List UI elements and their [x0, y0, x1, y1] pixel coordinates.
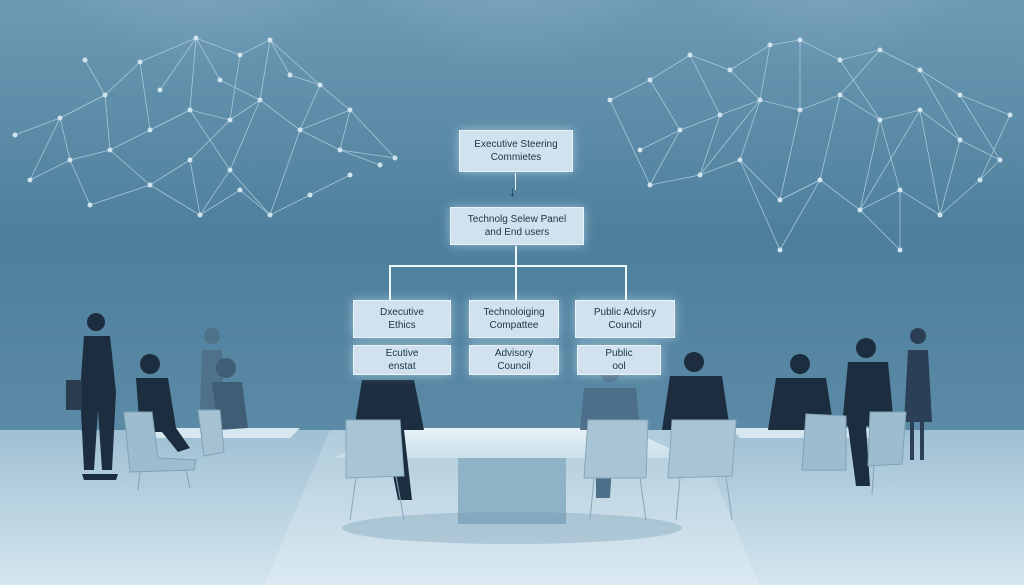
node-line: Commietes: [490, 152, 542, 163]
chair: [123, 411, 197, 491]
node-technology-committee: Technoloiging Compattee: [469, 300, 559, 338]
node-line: Ecutive: [385, 348, 419, 359]
person-standing-right: [904, 328, 932, 460]
ceiling-light: [670, 0, 990, 200]
node-line: Compattee: [489, 320, 539, 331]
connector-line: [625, 265, 627, 301]
node-line: Council: [608, 320, 642, 331]
chair: [667, 419, 737, 521]
person-seated: [136, 354, 190, 452]
person-seated: [842, 338, 894, 486]
node-line: Technolg Selew Panel: [467, 214, 567, 225]
network-graph-icon: [12, 35, 398, 218]
connector-line: [515, 173, 516, 190]
node-line: Executive Steering: [474, 139, 558, 150]
node-line: Council: [497, 361, 531, 372]
node-line: and End users: [484, 227, 550, 238]
node-line: Public Advisry: [593, 307, 657, 318]
person-standing-left: [66, 313, 118, 480]
chair: [801, 413, 847, 471]
node-line: enstat: [388, 361, 416, 372]
node-line: ool: [612, 361, 626, 372]
node-line: Public: [605, 348, 633, 359]
chair: [867, 411, 907, 495]
chair: [197, 409, 225, 457]
table-pedestal: [458, 458, 566, 524]
ceiling-light: [342, 0, 682, 210]
node-sub-advisory-council: Advisory Council: [469, 345, 559, 375]
connector-line: [515, 265, 517, 301]
chair: [583, 419, 649, 521]
node-line: Advisory: [494, 348, 534, 359]
node-line: Technoloiging: [483, 307, 545, 318]
connector-line: [515, 246, 517, 266]
chair: [345, 419, 405, 521]
node-line: Ethics: [388, 320, 416, 331]
node-technology-review-panel: Technolg Selew Panel and End users: [450, 207, 584, 245]
node-line: Dxecutive: [380, 307, 424, 318]
table-shadow: [342, 512, 682, 544]
node-public-advisory-council: Public Advisry Council: [575, 300, 675, 338]
connector-line: [389, 265, 627, 267]
arrow-down-icon: ↓: [509, 183, 516, 199]
node-sub-public: Public ool: [577, 345, 661, 375]
ceiling-light: [40, 0, 360, 200]
connector-line: [389, 265, 391, 301]
person-seated: [662, 352, 730, 430]
network-graph-icon: [607, 37, 1013, 253]
node-executive-ethics: Dxecutive Ethics: [353, 300, 451, 338]
node-sub-executive: Ecutive enstat: [353, 345, 451, 375]
node-executive-steering: Executive Steering Commietes: [459, 130, 573, 172]
